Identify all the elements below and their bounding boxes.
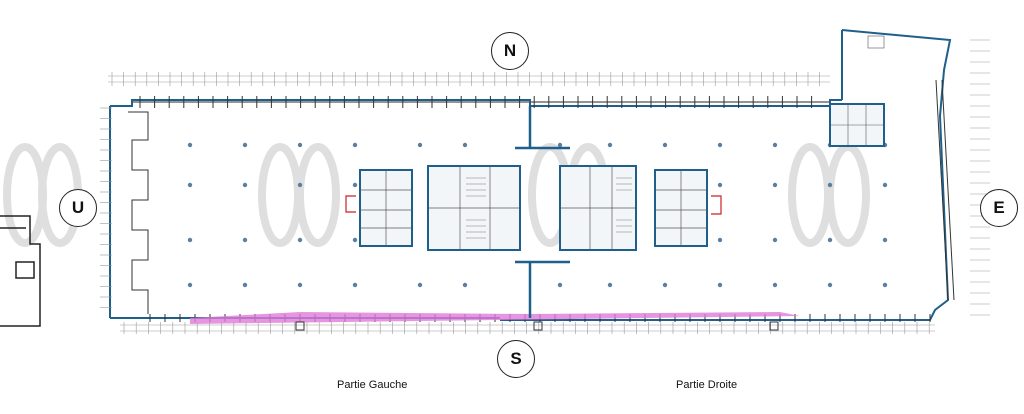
zone-label-left: Partie Gauche [337, 379, 408, 391]
compass-north: N [491, 32, 529, 70]
compass-south: S [497, 340, 535, 378]
grid-ticks-right [970, 39, 990, 316]
grid-ticks-top [111, 72, 820, 86]
ne-tower-details [830, 35, 885, 146]
compass-west: U [59, 189, 97, 227]
door-marker-left [345, 195, 356, 213]
stair-treads [466, 177, 632, 239]
west-facade [128, 111, 149, 314]
compass-east: E [980, 189, 1018, 227]
grid-ticks-bottom [123, 322, 930, 334]
zone-label-right: Partie Droite [676, 379, 738, 391]
central-corridor [515, 106, 570, 318]
column-grid-top [108, 75, 830, 83]
facade-mullions-top [139, 96, 813, 108]
east-facade [935, 79, 955, 301]
column-grid-bottom [120, 324, 935, 332]
grid-ticks-left [100, 107, 112, 308]
left-annex [0, 215, 41, 327]
facade-door-nodes [295, 321, 779, 331]
door-marker-right [711, 195, 722, 215]
structural-columns [187, 142, 888, 288]
highlight-strip [190, 312, 800, 324]
core-interior-details [360, 166, 707, 250]
